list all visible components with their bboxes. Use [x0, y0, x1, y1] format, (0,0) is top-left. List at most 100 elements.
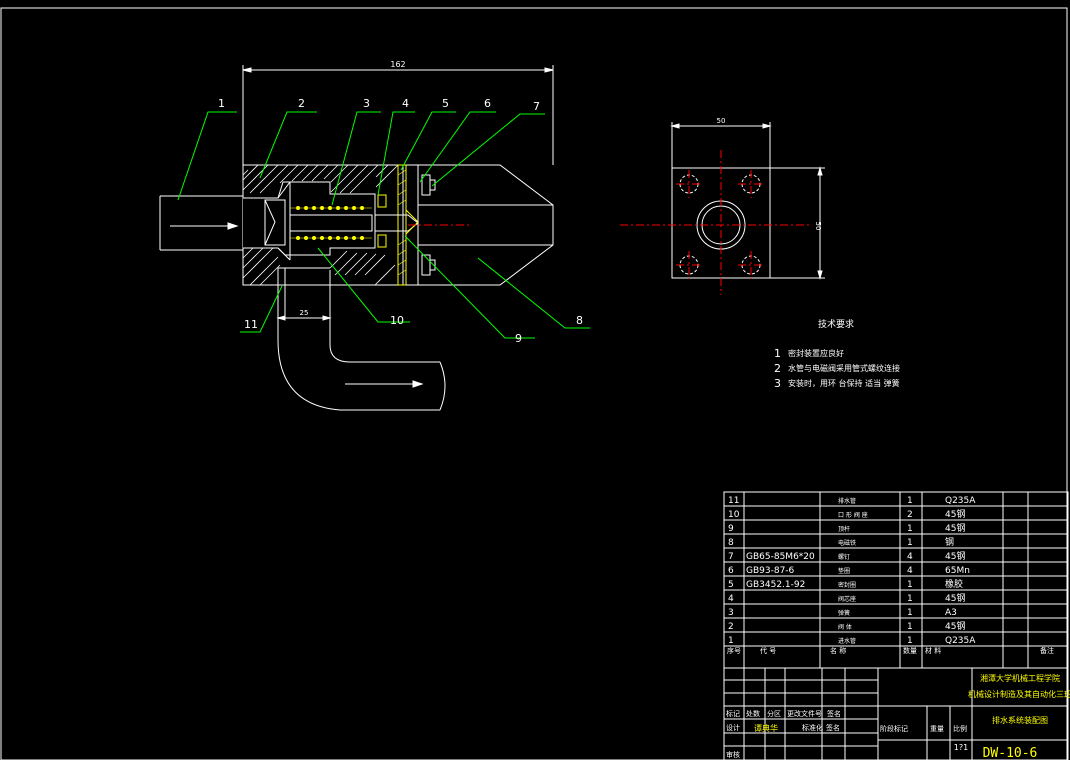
spring: [290, 206, 372, 240]
parts-row-name: 弹簧: [838, 609, 850, 617]
parts-row-name: 排水管: [838, 497, 856, 505]
seal-plate: [397, 164, 407, 286]
label-mark: 标记: [726, 709, 740, 718]
valve-body-hatch: [242, 164, 404, 286]
parts-row-qty: 1: [907, 622, 913, 632]
callout-7: 7: [533, 100, 540, 113]
header-code: 代 号: [760, 646, 776, 655]
overall-dimension-label: 162: [390, 60, 405, 69]
outlet-pipe: [277, 267, 446, 411]
parts-row-no: 4: [728, 594, 734, 604]
callout-11: 11: [244, 318, 258, 331]
header-remark: 备注: [1040, 646, 1054, 655]
side-view: 50 50: [620, 117, 825, 295]
parts-row-name: 进水管: [838, 637, 856, 645]
callout-1: 1: [218, 97, 225, 110]
parts-row-name: 阀 体: [838, 623, 852, 631]
tech-req-2-text: 水管与电磁阀采用管式螺纹连接: [788, 363, 900, 373]
parts-row-name: 电磁铁: [838, 539, 856, 547]
parts-row-code: GB93-87-6: [746, 566, 795, 576]
tech-req-1-num: 1: [774, 347, 781, 360]
side-height-dimension-label: 50: [814, 222, 822, 231]
inlet-pipe: [159, 195, 243, 251]
drawing-number: DW-10-6: [983, 746, 1038, 760]
parts-row-no: 3: [728, 608, 734, 618]
label-change-doc: 更改文件号: [787, 709, 822, 718]
header-name: 名 称: [830, 646, 846, 655]
parts-row-code: GB3452.1-92: [746, 580, 805, 590]
title-block-text: 湘潭大学机械工程学院 机械设计制造及其自动化三班 排水系统装配图 DW-10-6…: [726, 673, 1070, 760]
label-review: 审核: [726, 750, 740, 759]
side-width-dimension-label: 50: [717, 117, 726, 125]
callout-5: 5: [442, 97, 449, 110]
valve-plug: [264, 199, 286, 246]
parts-row-material: 45钢: [945, 620, 965, 632]
label-weight: 重量: [930, 725, 944, 733]
header-qty: 数量: [903, 646, 917, 655]
header-material: 材 料: [925, 646, 941, 655]
parts-row-qty: 1: [907, 608, 913, 618]
parts-row-material: 45钢: [945, 522, 965, 534]
header-no: 序号: [727, 646, 741, 655]
parts-row-qty: 1: [907, 538, 913, 548]
parts-row-qty: 1: [907, 636, 913, 646]
parts-row-no: 1: [728, 636, 734, 646]
parts-row-no: 10: [728, 510, 740, 520]
parts-row-name: 阀芯座: [838, 595, 856, 603]
parts-row-name: 垫圈: [838, 567, 850, 575]
parts-row-material: 45钢: [945, 592, 965, 604]
parts-row-code: GB65-85M6*20: [746, 552, 815, 562]
school-name: 湘潭大学机械工程学院: [980, 673, 1060, 683]
tech-req-1-text: 密封装置应良好: [788, 348, 844, 358]
parts-row-name: 顶杆: [838, 525, 850, 533]
callout-10: 10: [390, 314, 404, 327]
tech-req-2-num: 2: [774, 362, 781, 375]
parts-row-no: 2: [728, 622, 734, 632]
parts-row-no: 9: [728, 524, 734, 534]
callout-8: 8: [576, 314, 583, 327]
parts-row-material: 橡胶: [945, 578, 963, 590]
parts-row-qty: 1: [907, 496, 913, 506]
callout-9: 9: [515, 332, 522, 345]
parts-row-name: 口 形 阀 座: [838, 511, 868, 519]
parts-list: [723, 491, 1069, 669]
parts-row-qty: 4: [907, 552, 913, 562]
label-sign: 签名: [827, 709, 841, 718]
callout-leaders: [177, 111, 590, 339]
label-standardize: 标准化: [802, 723, 823, 732]
parts-row-name: 螺钉: [838, 553, 850, 561]
parts-row-material: 45钢: [945, 550, 965, 562]
label-zone: 分区: [767, 709, 781, 718]
tech-req-3-num: 3: [774, 377, 781, 390]
parts-row-material: A3: [945, 608, 957, 618]
callout-6: 6: [484, 97, 491, 110]
label-count: 处数: [746, 709, 760, 718]
callout-4: 4: [402, 97, 409, 110]
drawing-border: [0, 7, 1068, 760]
label-stage-mark: 阶段标记: [880, 724, 908, 733]
parts-row-material: 65Mn: [945, 566, 970, 576]
parts-row-no: 5: [728, 580, 734, 590]
parts-row-qty: 1: [907, 580, 913, 590]
designer-name: 谭典华: [754, 723, 778, 733]
parts-row-qty: 4: [907, 566, 913, 576]
label-design: 设计: [726, 723, 740, 732]
callout-3: 3: [363, 97, 370, 110]
scale-value: 1?1: [954, 743, 968, 752]
technical-requirements: 技术要求 1 密封装置应良好 2 水管与电磁阀采用管式螺纹连接 3 安装时，用环…: [774, 318, 900, 390]
parts-row-material: 钢: [945, 536, 954, 548]
class-name: 机械设计制造及其自动化三班: [968, 689, 1070, 699]
parts-row-qty: 2: [907, 510, 913, 520]
parts-row-no: 8: [728, 538, 734, 548]
label-ratio: 比例: [953, 724, 967, 733]
parts-header: 序号 代 号 名 称 数量 材 料 备注: [727, 646, 1054, 655]
tech-req-3-text: 安装时，用环 台保持 适当 弹簧: [788, 378, 900, 388]
drawing-name: 排水系统装配图: [992, 715, 1048, 725]
parts-row-name: 密封圈: [838, 581, 856, 589]
parts-row-no: 11: [728, 496, 739, 506]
callout-2: 2: [298, 97, 305, 110]
title-block: [723, 667, 1069, 760]
label-sign-2: 签名: [826, 723, 840, 732]
